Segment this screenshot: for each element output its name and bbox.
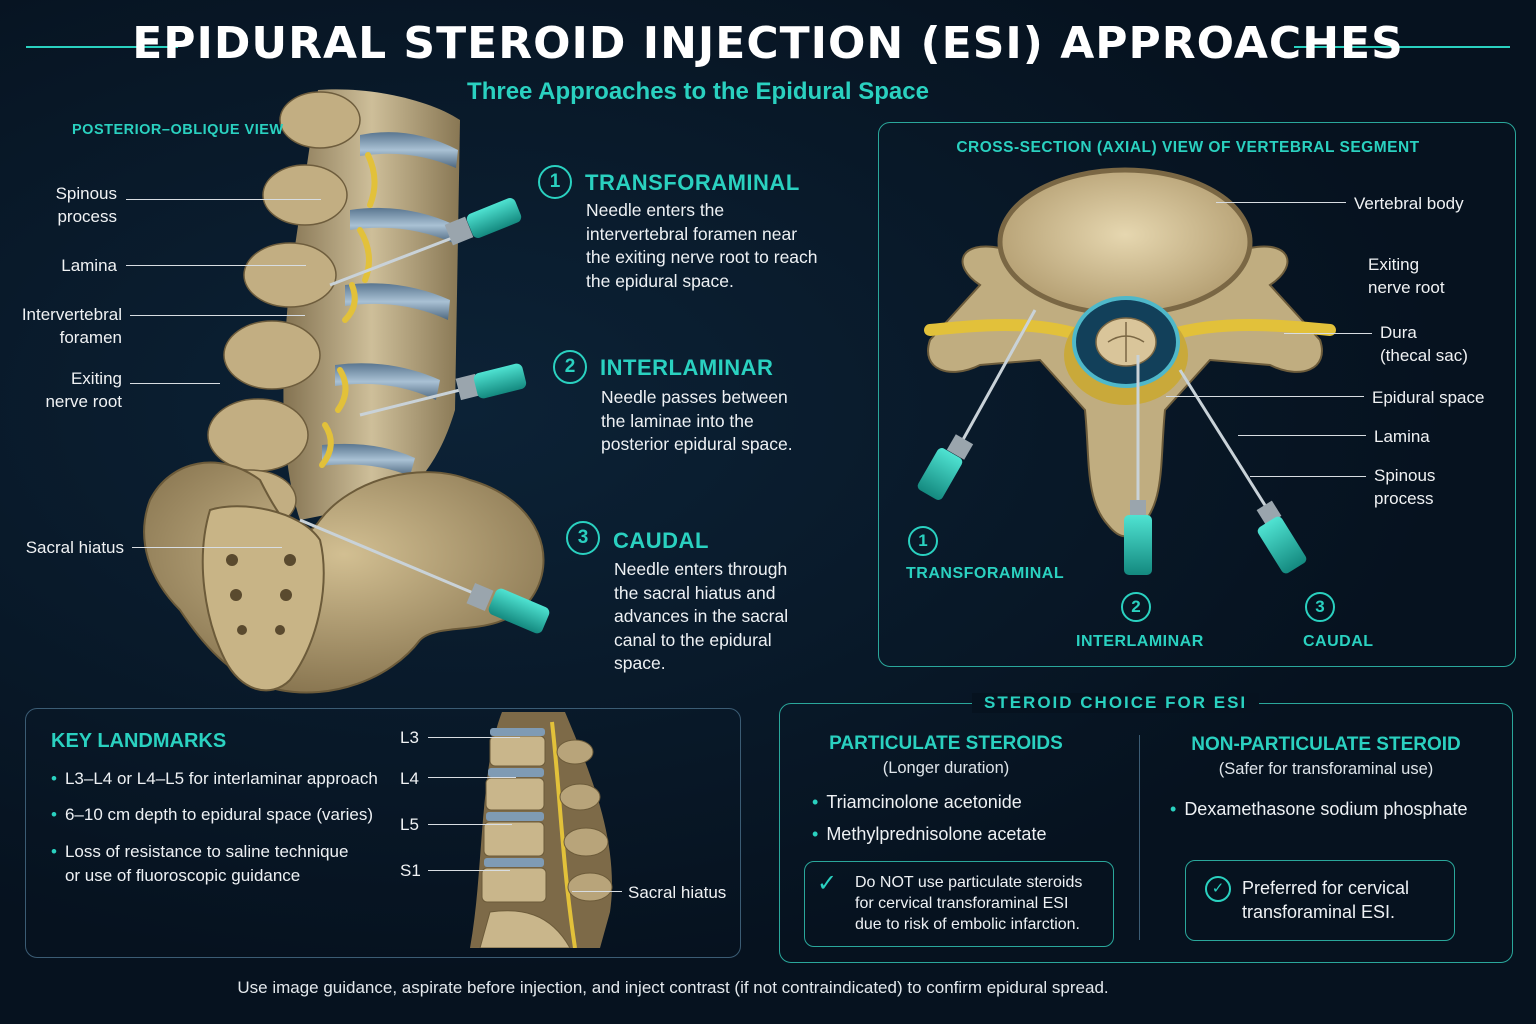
- leader-sacral-hiatus: [132, 547, 282, 548]
- posterior-spine-illustration: [143, 89, 550, 694]
- non-particulate-note-box: [1185, 860, 1455, 941]
- landmark-item-1: •L3–L4 or L4–L5 for interlaminar approac…: [51, 769, 378, 788]
- step-3-title: CAUDAL: [613, 528, 709, 553]
- leader-axial-lamina: [1238, 435, 1366, 436]
- title-rule-right: [1294, 46, 1510, 48]
- axial-needle-transforaminal: [917, 309, 1037, 500]
- axial-needle-1-label: TRANSFORAMINAL: [906, 565, 1065, 582]
- step-1-number: 1: [538, 165, 572, 199]
- landmark-item-3: •Loss of resistance to saline technique …: [51, 842, 349, 885]
- level-l4: L4: [400, 769, 419, 788]
- label-intervertebral-foramen: Intervertebral foramen: [21, 305, 122, 347]
- leader-epidural-space: [1166, 396, 1364, 397]
- landmark-item-2: •6–10 cm depth to epidural space (varies…: [51, 805, 374, 824]
- leader-l3: [428, 737, 520, 738]
- axial-nerve-roots: [924, 319, 1336, 341]
- step-2-description: Needle passes between the laminae into t…: [601, 387, 793, 454]
- leader-spinous-process: [126, 199, 321, 200]
- title-rule-left: [26, 46, 178, 48]
- axial-needle-1-number: 1: [908, 526, 938, 556]
- steroid-column-divider: [1139, 735, 1140, 940]
- leader-lamina: [126, 265, 306, 266]
- axial-needle-interlaminar: [1124, 355, 1152, 575]
- label-spinous-process: Spinous process: [55, 184, 117, 226]
- level-s1: S1: [400, 861, 421, 880]
- key-landmarks-panel: [25, 708, 741, 958]
- nerve-roots: [319, 152, 378, 468]
- leader-l4: [428, 777, 516, 778]
- needle-interlaminar: [359, 363, 527, 417]
- sacral-foramina: [226, 554, 296, 635]
- step-1-title: TRANSFORAMINAL: [585, 170, 800, 195]
- sacrum: [201, 505, 325, 692]
- level-l3: L3: [400, 728, 419, 747]
- particulate-warning-box: [804, 861, 1114, 947]
- particulate-item-1: •Triamcinolone acetonide: [812, 792, 1022, 812]
- label-axial-lamina: Lamina: [1374, 427, 1430, 446]
- steroid-choice-heading: STEROID CHOICE FOR ESI: [972, 693, 1260, 713]
- lumbar-sagittal-illustration: [470, 712, 613, 948]
- particulate-item-2: •Methylprednisolone acetate: [812, 824, 1047, 844]
- step-2-number: 2: [553, 350, 587, 384]
- non-particulate-item-1: •Dexamethasone sodium phosphate: [1170, 799, 1468, 819]
- label-dura: Dura (thecal sac): [1380, 323, 1468, 365]
- leader-vertebral-body: [1216, 202, 1346, 203]
- label-axial-exiting-nerve-root: Exiting nerve root: [1368, 255, 1445, 297]
- label-exiting-nerve-root: Exiting nerve root: [45, 369, 122, 411]
- needle-caudal: [299, 518, 550, 634]
- level-l5: L5: [400, 815, 419, 834]
- axial-needle-2-number: 2: [1121, 592, 1151, 622]
- step-1-description: Needle enters the intervertebral foramen…: [586, 200, 818, 291]
- particulate-warning-text: Do NOT use particulate steroids for cerv…: [855, 874, 1083, 933]
- step-3-description: Needle enters through the sacral hiatus …: [614, 559, 789, 673]
- axial-needle-caudal: [1178, 369, 1307, 574]
- leader-dura: [1284, 333, 1372, 334]
- label-epidural-space: Epidural space: [1372, 388, 1485, 407]
- particulate-subtitle: (Longer duration): [882, 759, 1010, 777]
- leader-intervertebral-foramen: [130, 315, 305, 316]
- label-sagittal-sacral-hiatus: Sacral hiatus: [628, 883, 727, 902]
- posterior-elements: [203, 91, 361, 531]
- label-axial-spinous-process: Spinous process: [1374, 466, 1436, 508]
- label-vertebral-body: Vertebral body: [1354, 194, 1464, 213]
- page-title: EPIDURAL STEROID INJECTION (ESI) APPROAC…: [132, 18, 1404, 69]
- step-3-number: 3: [566, 521, 600, 555]
- footer-note: Use image guidance, aspirate before inje…: [237, 978, 1109, 997]
- check-circle-icon: ✓: [1205, 876, 1231, 902]
- leader-s1: [428, 870, 510, 871]
- non-particulate-subtitle: (Safer for transforaminal use): [1218, 760, 1434, 778]
- label-lamina: Lamina: [61, 256, 117, 275]
- needle-transforaminal: [329, 198, 522, 287]
- axial-vertebra-illustration: [917, 167, 1336, 575]
- label-sacral-hiatus: Sacral hiatus: [25, 538, 124, 557]
- non-particulate-title: NON-PARTICULATE STEROID: [1191, 734, 1461, 755]
- non-particulate-note-text: Preferred for cervical transforaminal ES…: [1242, 878, 1410, 922]
- page-subtitle: Three Approaches to the Epidural Space: [467, 78, 929, 105]
- intervertebral-discs: [322, 132, 458, 476]
- axial-needle-2-label: INTERLAMINAR: [1076, 633, 1204, 650]
- vertebral-body: [997, 167, 1253, 317]
- cross-section-panel: [878, 122, 1516, 667]
- check-icon: ✓: [817, 870, 838, 897]
- leader-exiting-nerve-root: [130, 383, 220, 384]
- axial-needle-3-number: 3: [1305, 592, 1335, 622]
- cross-section-heading: CROSS-SECTION (AXIAL) VIEW OF VERTEBRAL …: [956, 139, 1420, 156]
- leader-sagittal-sacral-hiatus: [572, 891, 622, 892]
- posterior-view-heading: POSTERIOR–OBLIQUE VIEW: [72, 122, 284, 138]
- leader-l5: [428, 824, 512, 825]
- key-landmarks-heading: KEY LANDMARKS: [51, 730, 227, 752]
- particulate-title: PARTICULATE STEROIDS: [829, 733, 1063, 754]
- axial-needle-3-label: CAUDAL: [1303, 633, 1374, 650]
- leader-axial-spinous-process: [1250, 476, 1366, 477]
- step-2-title: INTERLAMINAR: [600, 355, 774, 380]
